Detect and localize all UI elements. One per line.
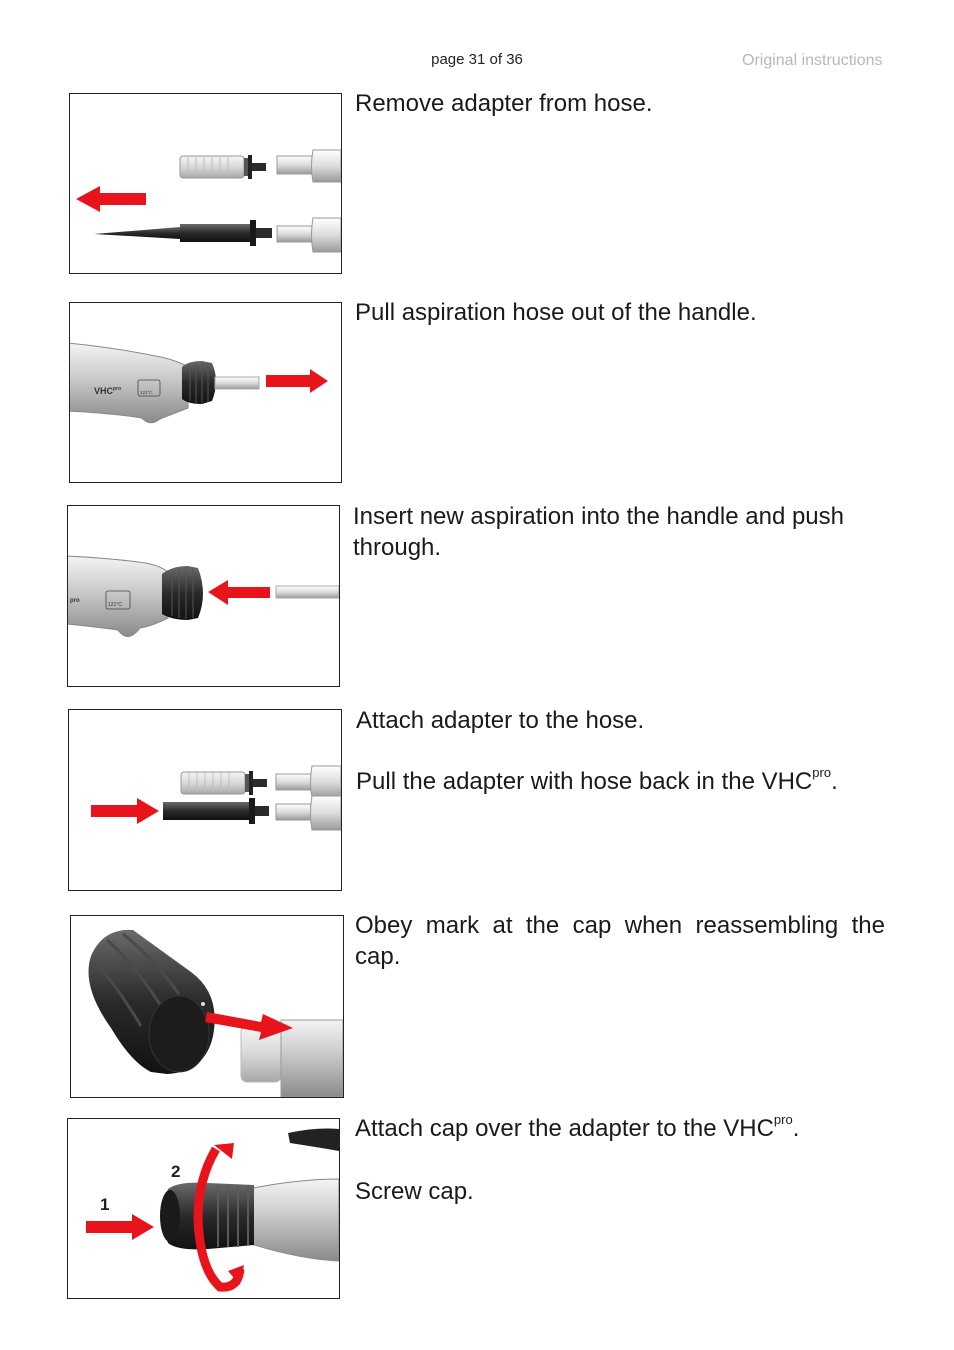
page-current: 31 — [468, 51, 486, 68]
handle-upper-edge — [288, 1128, 339, 1151]
handle-body: VHCpro 121°C — [70, 342, 189, 424]
svg-text:121°C: 121°C — [108, 602, 122, 608]
red-arrow-diagonal — [205, 1012, 293, 1040]
red-rotation-arrow — [193, 1143, 245, 1292]
red-arrow-right — [91, 798, 159, 824]
page-total: 36 — [506, 51, 523, 68]
cap-knurled — [160, 1182, 254, 1250]
handle-body — [247, 1178, 339, 1262]
aspiration-hose — [275, 585, 339, 599]
figure-remove-adapter — [69, 93, 342, 274]
red-arrow-right — [86, 1214, 154, 1240]
hose-end-bottom — [275, 795, 341, 831]
svg-text:VHCpro: VHCpro — [94, 386, 121, 396]
cap-large — [88, 929, 215, 1074]
red-arrow-right — [266, 369, 328, 393]
step-1-line: Remove adapter from hose. — [355, 90, 653, 117]
svg-text:121°C: 121°C — [140, 390, 153, 395]
red-arrow-left — [208, 580, 270, 605]
step-number-2: 2 — [171, 1162, 180, 1181]
cannula-adapter — [163, 798, 269, 824]
document-label: Original instructions — [742, 52, 883, 69]
handle-body: pro 121°C — [68, 555, 169, 637]
cap-knurled — [182, 361, 216, 404]
step-5-line: Obey mark at the cap when reassembling t… — [355, 912, 885, 970]
svg-text:pro: pro — [70, 598, 80, 604]
page-of: of — [489, 51, 503, 68]
step-4-text: Attach adapter to the hose. Pull the ada… — [356, 705, 886, 797]
step-6-text: Attach cap over the adapter to the VHCpr… — [355, 1113, 885, 1207]
handle-adapter-end — [240, 1019, 343, 1097]
figure-attach-adapter — [68, 709, 342, 891]
hose-end-top — [276, 149, 341, 183]
cannula-adapter — [94, 220, 272, 246]
step-6-line-1: Attach cap over the adapter to the VHCpr… — [355, 1112, 800, 1142]
aspiration-hose — [214, 376, 260, 390]
step-6-line-2: Screw cap. — [355, 1178, 474, 1205]
figure-insert-hose: pro 121°C — [67, 505, 340, 687]
page-prefix: page — [431, 51, 465, 68]
step-3-line: Insert new aspiration into the handle an… — [353, 503, 845, 561]
step-number-1: 1 — [100, 1195, 109, 1214]
figure-pull-hose-out: VHCpro 121°C — [69, 302, 342, 483]
step-4-line-2: Pull the adapter with hose back in the V… — [356, 765, 838, 795]
red-arrow-left — [76, 186, 146, 212]
figure-screw-cap: 1 2 — [67, 1118, 340, 1299]
hose-end-bottom — [276, 217, 341, 253]
step-1-text: Remove adapter from hose. — [355, 88, 885, 119]
step-4-line-1: Attach adapter to the hose. — [356, 707, 645, 734]
hose-end-top — [275, 765, 341, 799]
adapter-clear-part — [179, 155, 266, 179]
adapter-clear-part — [180, 771, 267, 795]
step-2-line: Pull aspiration hose out of the handle. — [355, 299, 757, 326]
step-2-text: Pull aspiration hose out of the handle. — [355, 297, 885, 328]
step-3-text: Insert new aspiration into the handle an… — [353, 501, 885, 563]
cap-knurled — [162, 566, 203, 620]
step-5-text: Obey mark at the cap when reassembling t… — [355, 910, 885, 972]
page-number: page 31 of 36 — [0, 51, 954, 68]
figure-cap-mark — [70, 915, 344, 1098]
